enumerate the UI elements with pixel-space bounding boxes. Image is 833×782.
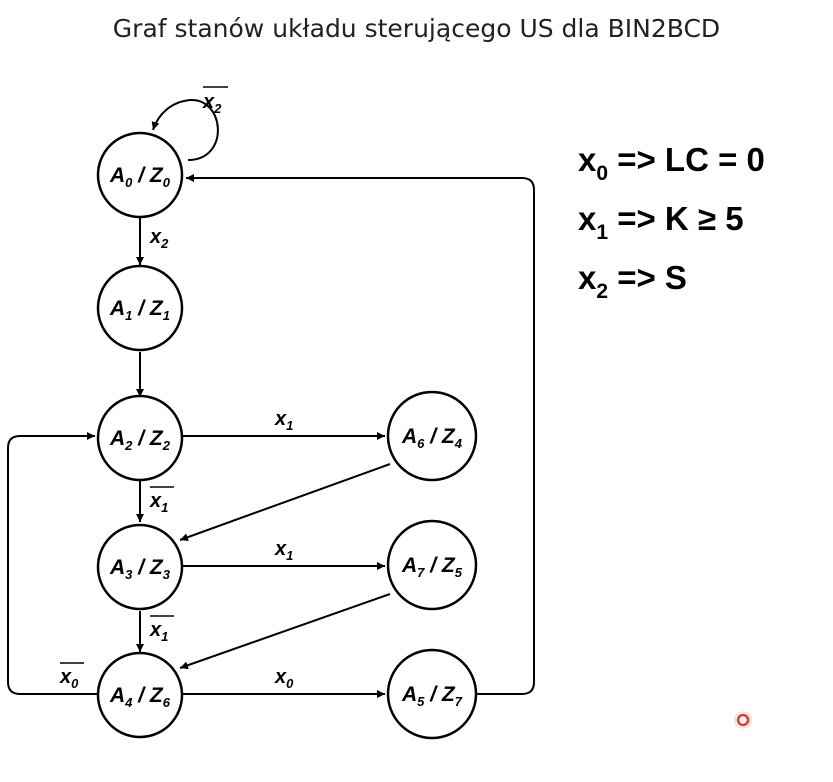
state-circle [386,519,478,611]
state-circle [96,131,184,219]
state-circle [96,523,184,611]
label-a0-self: x2 [202,86,228,116]
label-a0-a1: x2 [149,226,169,251]
condition-label: x1 [149,619,168,644]
state-circle [386,390,478,482]
label-a3-a7: x1 [274,538,293,563]
state-circle [96,264,184,352]
node-a4: A4 / Z6 [96,651,184,739]
node-a0: A0 / Z0 [96,131,184,219]
legend-item-x2: x2 => S [578,259,687,303]
edge-a6-a3 [179,463,391,542]
label-a2-a3: x1 [149,486,174,515]
state-label: A6 / Z4 [401,425,463,451]
edge-a4-a2 [7,432,97,695]
edges [7,98,535,698]
node-a2: A2 / Z2 [96,394,184,482]
legend-item-x1: x1 => K ≥ 5 [578,200,744,244]
node-a7: A7 / Z5 [386,519,478,611]
state-label: A7 / Z5 [401,554,463,580]
page-title: Graf stanów układu sterującego US dla BI… [112,14,721,43]
label-a3-a4: x1 [149,615,174,644]
state-circle [96,651,184,739]
condition-label: x1 [274,408,293,433]
state-label: A4 / Z6 [109,684,171,710]
label-a4-a2: x0 [59,662,84,691]
condition-label: x0 [59,666,79,691]
label-a2-a6: x1 [274,408,293,433]
legend: x0 => LC = 0 x1 => K ≥ 5 x2 => S [578,141,765,303]
cursor-marker-icon [734,711,752,729]
state-circle [96,394,184,482]
edge-a7-a4 [179,593,391,670]
node-a5: A5 / Z7 [386,648,478,740]
edge-a0-self [151,98,219,161]
state-label: A1 / Z1 [109,297,170,323]
state-label: A2 / Z2 [109,427,171,453]
condition-label: x2 [149,226,169,251]
node-a3: A3 / Z3 [96,523,184,611]
state-circle [386,648,478,740]
condition-label: x2 [202,91,222,116]
marker-ring [736,713,750,727]
edge-a5-a0 [186,174,535,695]
label-a4-a5: x0 [274,666,294,691]
condition-label: x1 [149,490,168,515]
node-a1: A1 / Z1 [96,264,184,352]
state-label: A0 / Z0 [109,164,171,190]
condition-label: x1 [274,538,293,563]
state-label: A5 / Z7 [401,683,463,709]
node-a6: A6 / Z4 [386,390,478,482]
condition-label: x0 [274,666,294,691]
state-label: A3 / Z3 [109,556,171,582]
legend-item-x0: x0 => LC = 0 [578,141,765,185]
marker-halo [734,711,752,729]
